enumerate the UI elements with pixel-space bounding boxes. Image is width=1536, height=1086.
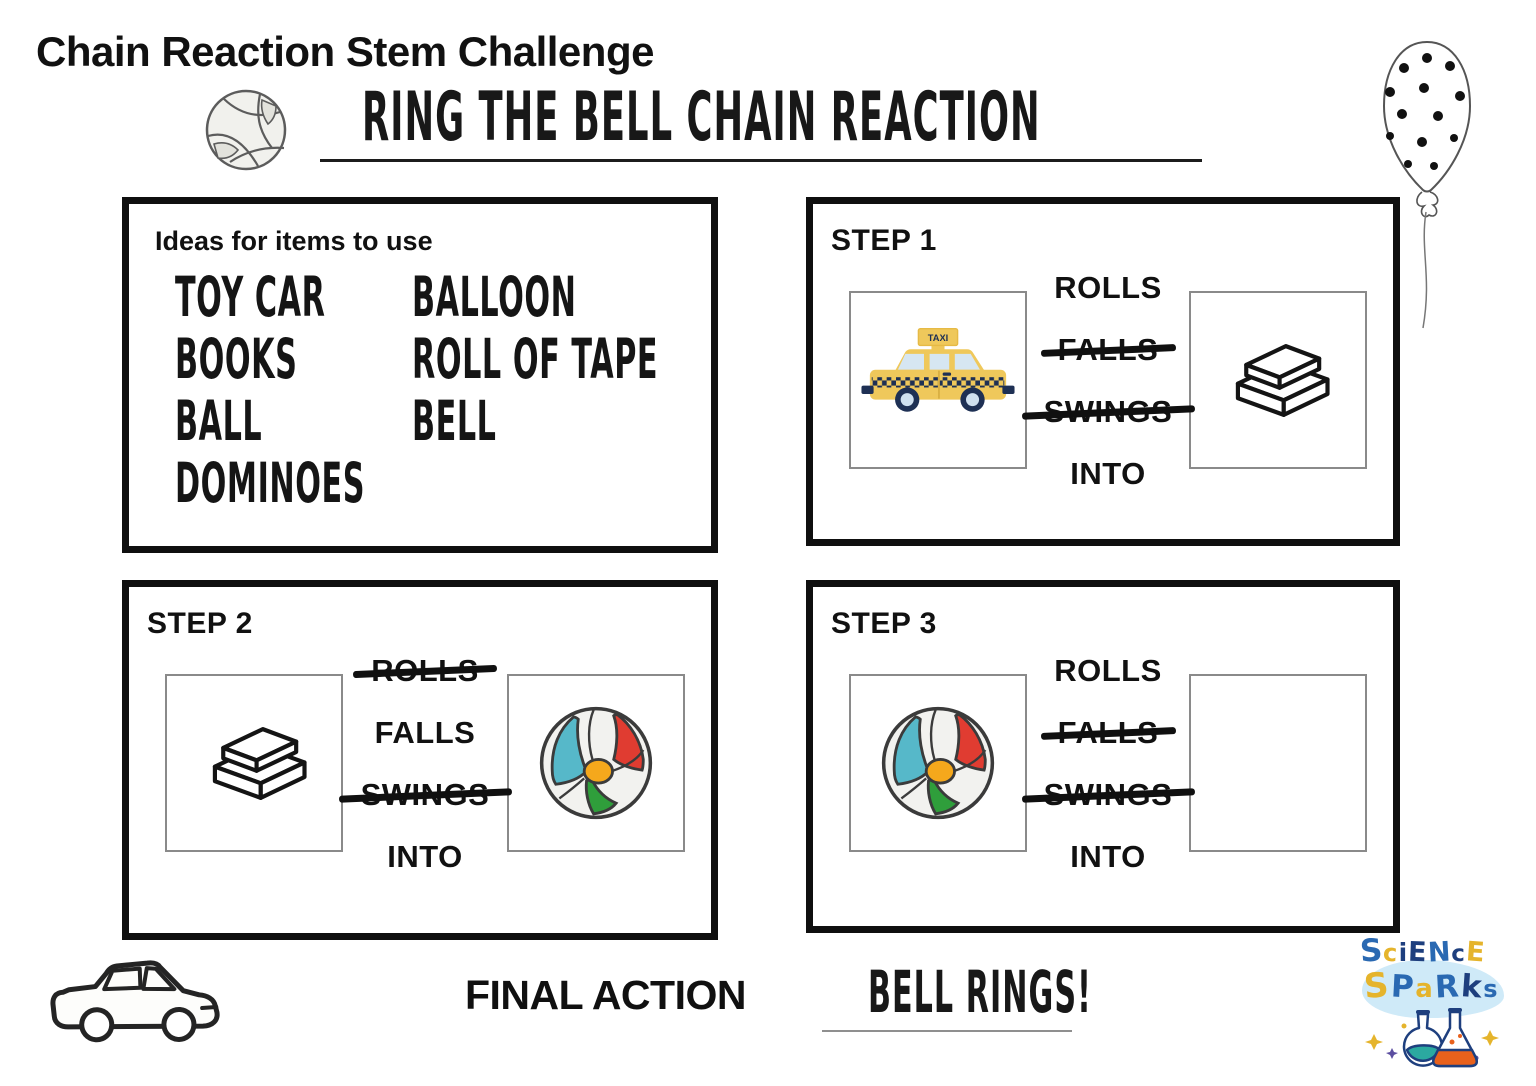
balloon-doodle-icon bbox=[1362, 36, 1492, 341]
idea-item: DOMINOES bbox=[175, 451, 366, 515]
svg-text:TAXI: TAXI bbox=[928, 333, 949, 343]
logo-word-science: SciENcE bbox=[1358, 932, 1487, 970]
ideas-box: Ideas for items to use TOY CAR BOOKS BAL… bbox=[122, 197, 718, 553]
subtitle-underline bbox=[320, 159, 1202, 162]
logo-word-sparks: SPaRks bbox=[1362, 964, 1500, 1008]
step-1-label: STEP 1 bbox=[831, 224, 937, 257]
idea-item: BALLOON bbox=[412, 265, 577, 329]
ideas-heading: Ideas for items to use bbox=[155, 226, 433, 256]
ideas-column-left: TOY CAR BOOKS BALL DOMINOES bbox=[175, 266, 521, 514]
books-image bbox=[212, 726, 307, 800]
step-2-right-item-slot bbox=[506, 674, 685, 852]
step-2-label: STEP 2 bbox=[147, 607, 253, 640]
ideas-column-right: BALLOON ROLL OF TAPE BELL bbox=[412, 266, 860, 452]
step-1-left-item-slot: TAXI bbox=[849, 291, 1027, 469]
step-1-row: TAXI ROLLS FALLS SWIN bbox=[849, 230, 1367, 530]
action-word: INTO bbox=[1070, 838, 1146, 874]
action-word: INTO bbox=[1070, 455, 1146, 491]
action-word: ROLLS bbox=[1054, 269, 1162, 305]
step-3-box: STEP 3 ROLLS FALLS SWINGS INTO bbox=[806, 580, 1400, 933]
car-doodle-icon bbox=[44, 948, 244, 1068]
logo-flasks-icon bbox=[1364, 1006, 1510, 1086]
step-1-right-item-slot bbox=[1188, 291, 1367, 469]
step-3-action-words: ROLLS FALLS SWINGS INTO bbox=[1044, 647, 1173, 880]
action-word: SWINGS bbox=[361, 771, 490, 818]
action-word: FALLS bbox=[1058, 709, 1159, 756]
action-word: SWINGS bbox=[1044, 388, 1173, 435]
step-3-right-item-slot-empty bbox=[1188, 674, 1367, 852]
books-image bbox=[1236, 343, 1331, 417]
step-2-box: STEP 2 ROLLS FALLS SWINGS INTO bbox=[122, 580, 718, 940]
sketch-ball-icon bbox=[202, 86, 290, 179]
idea-item: BALL bbox=[175, 389, 263, 453]
ideas-list: TOY CAR BOOKS BALL DOMINOES BALLOON ROLL… bbox=[175, 266, 691, 514]
action-word: INTO bbox=[387, 838, 463, 874]
action-word: FALLS bbox=[374, 714, 476, 750]
final-action-label: FINAL ACTION bbox=[465, 972, 746, 1018]
step-1-box: STEP 1 TAXI bbox=[806, 197, 1400, 546]
final-action-answer: BELL RINGS! bbox=[868, 958, 1092, 1026]
beach-ball-image bbox=[881, 706, 995, 820]
toy-car-image: TAXI bbox=[861, 327, 1015, 412]
step-3-label: STEP 3 bbox=[831, 607, 937, 640]
logo-splash-background bbox=[1362, 960, 1504, 1018]
step-3-row: ROLLS FALLS SWINGS INTO bbox=[849, 613, 1367, 913]
action-word: ROLLS bbox=[371, 647, 479, 694]
idea-item: TOY CAR bbox=[175, 265, 326, 329]
beach-ball-image bbox=[539, 706, 653, 820]
idea-item: ROLL OF TAPE bbox=[412, 327, 659, 391]
idea-item: BELL bbox=[412, 389, 497, 453]
science-sparks-logo: SciENcE SPaRks bbox=[1358, 932, 1510, 1086]
step-3-left-item-slot bbox=[849, 674, 1027, 852]
idea-item: BOOKS bbox=[175, 327, 298, 391]
step-2-action-words: ROLLS FALLS SWINGS INTO bbox=[361, 647, 490, 880]
action-word: FALLS bbox=[1058, 326, 1159, 373]
action-word: ROLLS bbox=[1054, 652, 1162, 688]
worksheet-subtitle: RING THE BELL CHAIN REACTION bbox=[362, 78, 1041, 157]
final-answer-underline bbox=[822, 1030, 1072, 1032]
action-word: SWINGS bbox=[1044, 771, 1173, 818]
page-title: Chain Reaction Stem Challenge bbox=[36, 28, 654, 75]
step-1-action-words: ROLLS FALLS SWINGS INTO bbox=[1044, 264, 1173, 497]
step-2-row: ROLLS FALLS SWINGS INTO bbox=[165, 613, 685, 913]
step-2-left-item-slot bbox=[165, 674, 343, 852]
